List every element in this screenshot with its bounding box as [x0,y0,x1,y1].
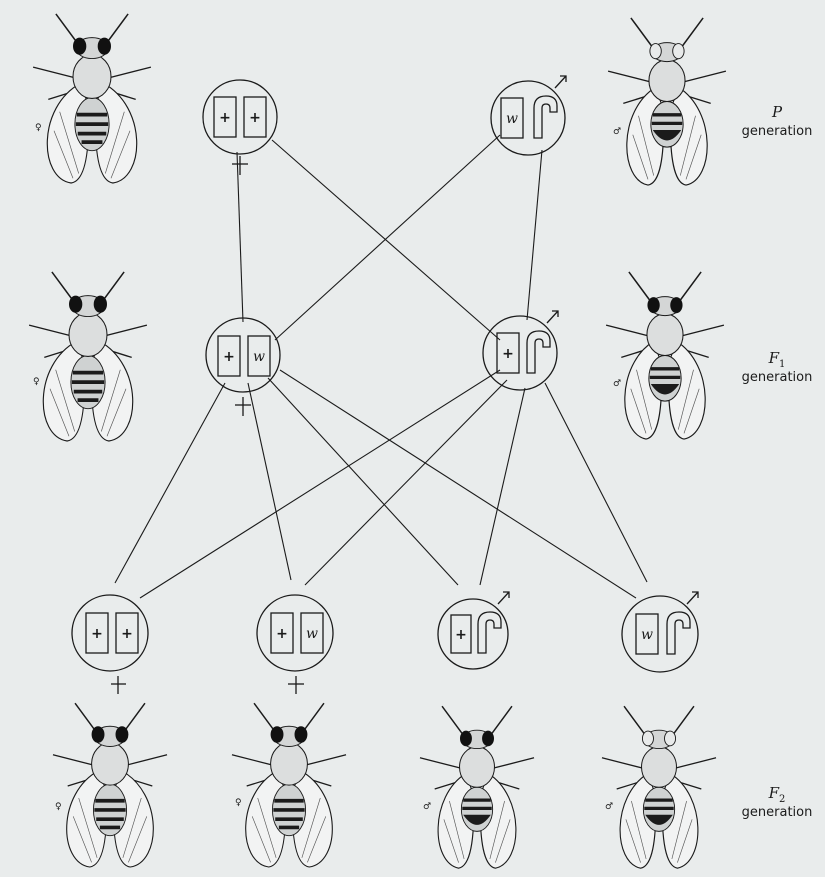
circle-f1-male [483,311,558,390]
pedigree-lines [115,135,647,598]
generation-word: generation [732,125,822,140]
generation-word: generation [732,371,822,386]
allele-f1-female-1: + [223,349,235,365]
fly-f1-male [606,272,724,439]
generation-symbol: P [732,104,822,125]
circle-p-male [491,76,566,155]
line-p-female-to-f1-male [272,140,500,340]
female-symbol-f2-1: ♀ [55,802,62,812]
line-f1-male-to-f2-3 [480,388,525,585]
circle-f1-female [206,318,280,416]
label-f1-generation: F1 generation [732,350,822,385]
generation-symbol: F1 [732,350,822,371]
female-symbol-f2-2: ♀ [235,798,242,808]
female-symbol-f1: ♀ [33,377,40,387]
circle-f2-3 [438,592,509,669]
allele-f2-2-a: + [276,626,288,642]
fly-f2-male-4 [602,706,716,868]
fly-f2-male-3 [420,706,534,868]
generation-symbol: F2 [732,785,822,806]
line-f1-female-to-f2-2 [248,383,291,580]
male-symbol-f2-4: ♂ [605,802,613,812]
allele-f1-female-2: w [253,349,265,365]
allele-f2-4-a: w [641,627,653,643]
circle-f2-4 [622,592,698,672]
line-f1-male-to-f2-1 [140,370,500,598]
allele-p-male-1: w [506,111,518,127]
allele-p-female-1: + [219,110,231,126]
generation-word: generation [732,806,822,821]
circle-f2-2 [257,595,333,694]
line-f1-female-to-f2-4 [280,370,636,598]
line-f1-female-to-f2-3 [268,378,458,585]
circle-p-female [203,80,277,175]
male-symbol-f1: ♂ [613,379,621,389]
allele-f2-1-a: + [91,626,103,642]
fly-f1-female [29,272,147,441]
label-p-generation: P generation [732,104,822,139]
fly-f2-female-2 [232,703,346,867]
line-p-female-to-f1-female [237,152,243,322]
allele-p-female-2: + [249,110,261,126]
line-p-male-to-f1-female [275,135,500,340]
allele-f2-3-a: + [455,627,467,643]
male-symbol-p: ♂ [613,127,621,137]
allele-f2-1-b: + [121,626,133,642]
allele-f1-male-1: + [502,346,514,362]
fly-f2-female-1 [53,703,167,867]
fly-p-male [608,18,726,185]
female-symbol-p: ♀ [35,123,42,133]
circle-f2-1 [72,595,148,694]
male-symbol-f2-3: ♂ [423,802,431,812]
fly-p-female [33,14,151,183]
line-p-male-to-f1-male [527,150,542,320]
allele-f2-2-b: w [306,626,318,642]
label-f2-generation: F2 generation [732,785,822,820]
line-f1-male-to-f2-2 [305,380,507,585]
